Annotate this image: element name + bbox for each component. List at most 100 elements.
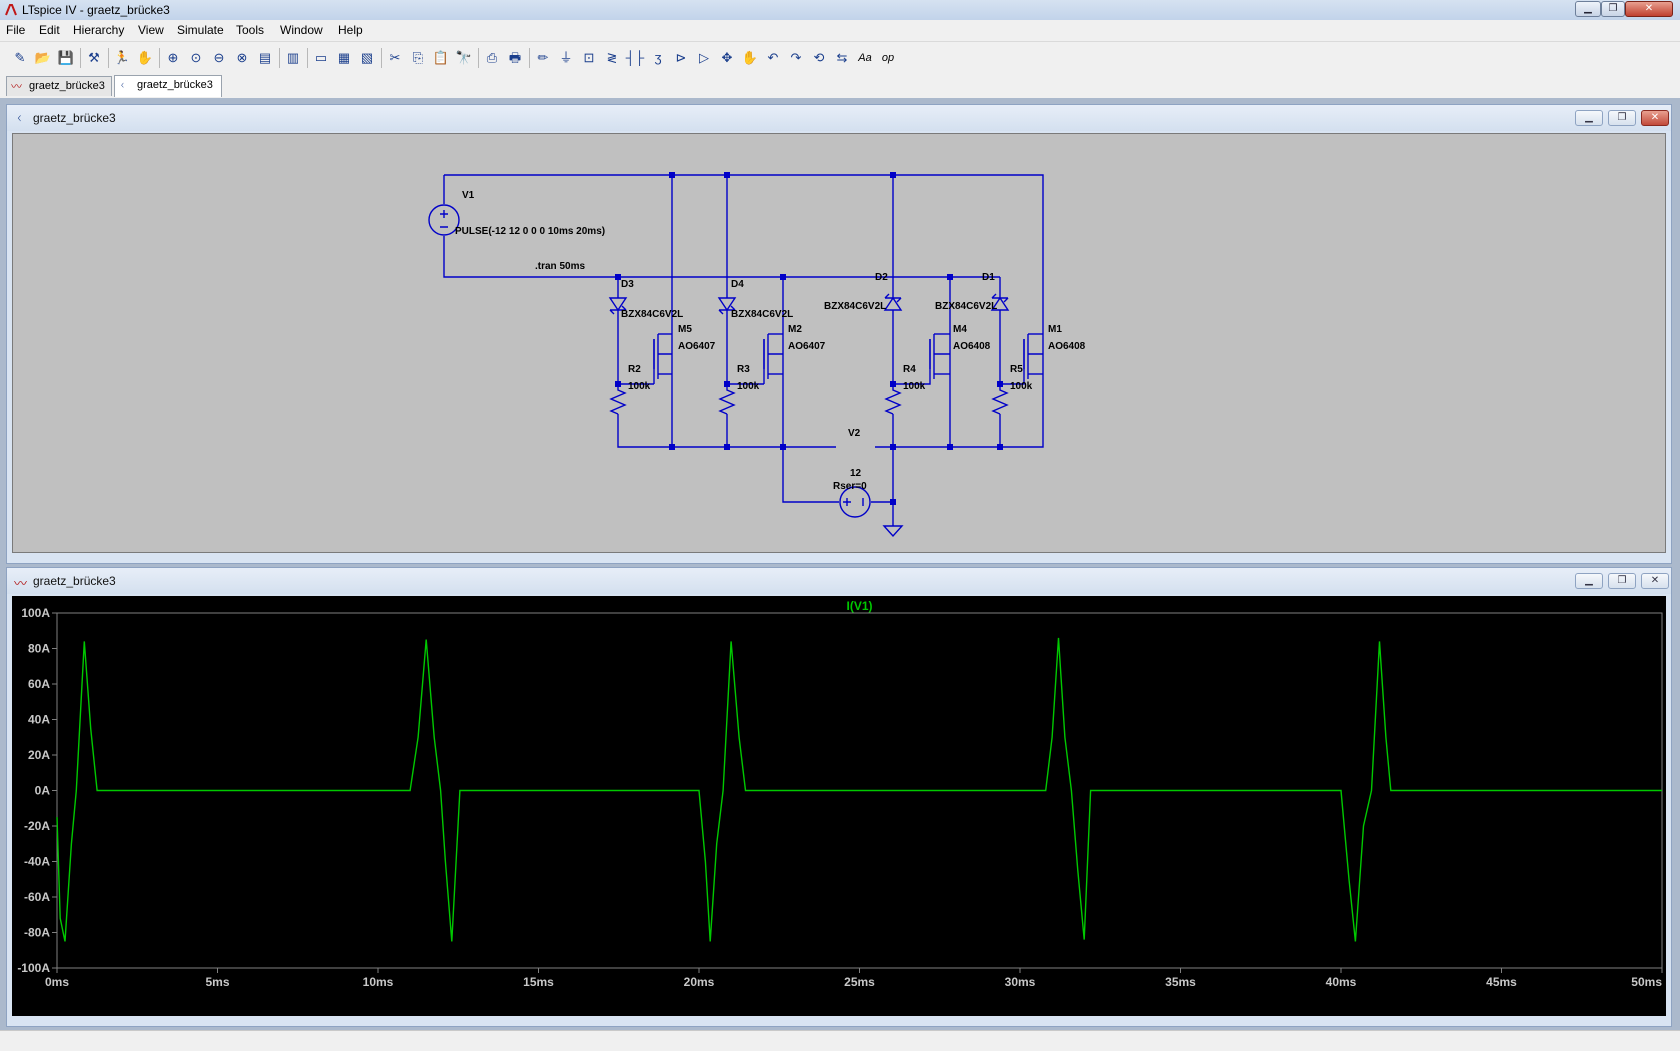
v1-source-symbol [428,204,460,236]
v2-rser: Rser=0 [833,481,867,492]
d1-model: BZX84C6V2L [935,301,998,312]
toolbar-separator [307,48,308,68]
toolbar-separator [529,48,530,68]
tab-schematic[interactable]: ᚲ graetz_brücke3 [114,75,222,97]
d3-model: BZX84C6V2L [621,309,684,320]
inductor-icon[interactable]: ʒ [654,50,662,65]
waveform-maximize-button[interactable]: ❐ [1608,573,1636,589]
schematic-icon: ᚲ [119,80,126,92]
toolbar-separator [478,48,479,68]
y-tick-label: 0A [35,784,51,798]
menu-edit[interactable]: Edit [39,23,60,37]
mirror-icon[interactable]: ⇆ [836,50,848,65]
save-icon[interactable]: 💾 [57,50,75,65]
paste-icon[interactable]: 📋 [432,50,450,65]
m2-model: AO6407 [788,341,826,352]
diode-icon[interactable]: ⊳ [675,50,687,65]
autorange-icon[interactable]: ▤ [258,50,272,65]
move-icon[interactable]: ✥ [721,50,733,65]
x-tick-label: 5ms [205,975,229,989]
m5-model: AO6407 [678,341,716,352]
menu-hierarchy[interactable]: Hierarchy [73,23,125,37]
undo-icon[interactable]: ↶ [767,50,779,65]
wire-icon[interactable]: ✏ [537,50,549,65]
new-schematic-icon[interactable]: ✎ [14,50,26,65]
rotate-icon[interactable]: ⟲ [813,50,825,65]
text-icon[interactable]: Aa [858,52,872,64]
schematic-window: ᚲ graetz_brücke3 ▁ ❐ ✕ [6,104,1672,564]
m1-model: AO6408 [1048,341,1086,352]
tile-horizontal-icon[interactable]: ▭ [314,50,328,65]
menu-help[interactable]: Help [338,23,363,37]
tran-directive[interactable]: .tran 50ms [535,261,586,272]
cut-icon[interactable]: ✂ [389,50,401,65]
component-icon[interactable]: ▷ [699,50,709,65]
label-net-icon[interactable]: ⊡ [583,50,595,65]
waveform-minimize-button[interactable]: ▁ [1575,573,1603,589]
waveform-plot: 100A80A60A40A20A0A-20A-40A-60A-80A-100A0… [17,599,1663,989]
menu-file[interactable]: File [6,23,26,37]
open-icon[interactable]: 📂 [34,50,52,65]
zoom-fit-icon[interactable]: ⊗ [236,50,248,65]
menu-view[interactable]: View [138,23,164,37]
print-icon[interactable]: 🖶 [508,50,522,65]
y-tick-label: 100A [21,606,50,620]
toolbar-separator [279,48,280,68]
r4-name: R4 [903,364,916,375]
app-minimize-button[interactable]: ▁ [1575,1,1601,17]
menu-simulate[interactable]: Simulate [177,23,224,37]
app-maximize-button[interactable]: ❐ [1601,1,1625,17]
redo-icon[interactable]: ↷ [790,50,802,65]
waveform-window-title: graetz_brücke3 [33,574,116,588]
tab-waveform[interactable]: 〰 graetz_brücke3 [6,76,112,96]
diode-symbols [608,293,1010,322]
toolbar-separator [159,48,160,68]
v2-source-symbol [839,486,871,518]
schematic-maximize-button[interactable]: ❐ [1608,110,1636,126]
cascade-icon[interactable]: ▦ [337,50,351,65]
copy-icon[interactable]: ⎘ [412,50,424,65]
waveform-close-button[interactable]: ✕ [1641,573,1669,589]
x-tick-label: 45ms [1486,975,1517,989]
x-tick-label: 15ms [523,975,554,989]
resistor-icon[interactable]: ≷ [606,50,618,65]
app-logo-icon [4,3,18,17]
m5-name: M5 [678,324,692,335]
waveform-icon: 〰 [11,81,22,93]
schematic-close-button[interactable]: ✕ [1641,110,1669,126]
menu-tools[interactable]: Tools [236,23,265,37]
find-icon[interactable]: 🔭 [455,50,473,65]
zoom-out-icon[interactable]: ⊖ [213,50,225,65]
v2-value: 12 [850,468,862,479]
mosfet-symbols [653,334,1043,379]
print-preview-icon[interactable]: ⎙ [486,50,498,65]
trace-i-v1[interactable] [56,637,1662,942]
x-tick-label: 20ms [684,975,715,989]
schematic-canvas[interactable]: V1 PULSE(-12 12 0 0 0 10ms 20ms) .tran 5… [12,133,1666,553]
x-tick-label: 50ms [1631,975,1662,989]
trace-title[interactable]: I(V1) [846,599,872,613]
drag-icon[interactable]: ✋ [741,50,759,65]
spice-directive-icon[interactable]: op [881,52,895,64]
zoom-in-icon[interactable]: ⊕ [167,50,179,65]
r4-value: 100k [903,381,926,392]
schematic-minimize-button[interactable]: ▁ [1575,110,1603,126]
y-tick-label: 40A [28,713,50,727]
x-tick-label: 0ms [45,975,69,989]
halt-icon[interactable]: ✋ [136,50,154,65]
run-icon[interactable]: 🏃 [113,50,131,65]
x-tick-label: 40ms [1326,975,1357,989]
d2-model: BZX84C6V2L [824,301,887,312]
capacitor-icon[interactable]: ┤├ [625,50,645,65]
voltage-probe-icon[interactable]: ▥ [286,50,300,65]
control-panel-icon[interactable]: ⚒ [88,50,100,65]
menu-window[interactable]: Window [280,23,323,37]
zoom-pan-icon[interactable]: ⊙ [190,50,202,65]
y-tick-label: 20A [28,748,50,762]
x-tick-label: 35ms [1165,975,1196,989]
ground-icon[interactable]: ⏚ [559,50,573,65]
app-close-button[interactable]: ✕ [1625,1,1673,17]
close-all-icon[interactable]: ▧ [360,50,374,65]
